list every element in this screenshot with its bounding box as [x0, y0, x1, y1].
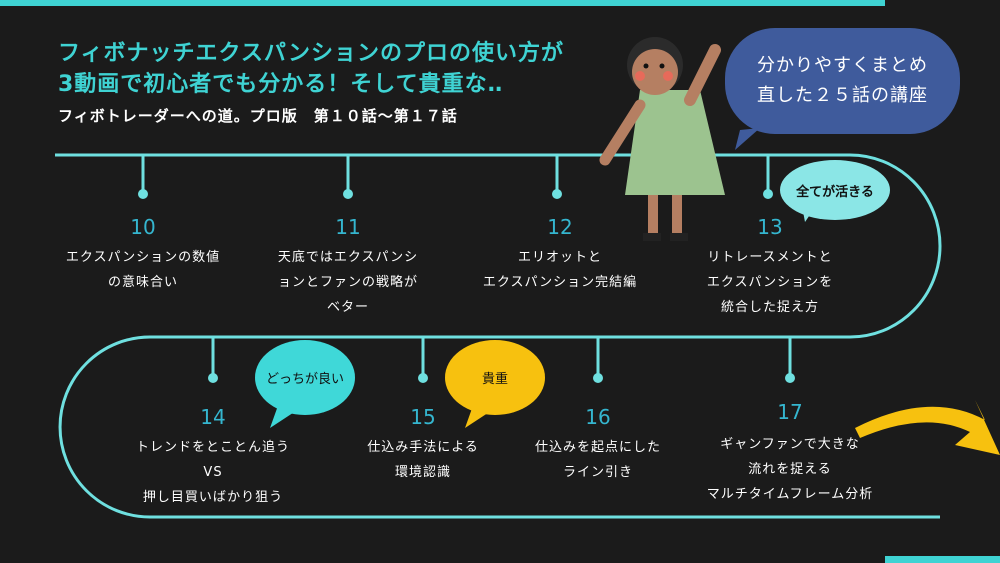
title-line-2: 3動画で初心者でも分かる！そして貴重な‥	[58, 72, 504, 97]
speech-bubble-valuable: 貴重	[445, 340, 545, 415]
episode-desc-line: リトレースメントと	[707, 250, 833, 265]
episode-desc: リトレースメントとエクスパンションを統合した捉え方	[660, 245, 880, 320]
episode-number: 17	[777, 400, 803, 424]
arrow-icon	[855, 400, 1000, 455]
episode-desc-line: エクスパンションを	[706, 275, 834, 290]
episode-desc: 天底ではエクスパンションとファンの戦略がベター	[238, 245, 458, 320]
episode-desc-line: ベター	[326, 300, 369, 315]
episode-desc-line: ギャンファンで大きな	[720, 437, 860, 452]
episode-desc-line: 天底ではエクスパンシ	[277, 250, 419, 265]
episode-desc-line: の意味合い	[107, 275, 178, 290]
speech-bubble-main: 分かりやすくまとめ直した２５話の講座	[725, 28, 960, 134]
episode-desc-line: 仕込み手法による	[367, 440, 479, 455]
episode-number: 12	[547, 215, 573, 239]
page-subtitle: フィボトレーダーへの道。プロ版 第１０話〜第１７話	[58, 107, 458, 125]
bubble-text-2: 直した２５話の講座	[757, 85, 928, 106]
episode-desc: トレンドをとことん追う VS 押し目買いばかり狙う	[103, 435, 323, 510]
speech-bubble-all-useful: 全てが活きる	[780, 160, 890, 220]
speech-bubble-which-better: どっちが良い	[255, 340, 355, 415]
episode-desc-line: エクスパンション完結編	[482, 275, 638, 290]
episode-desc-line: ョンとファンの戦略が	[277, 275, 418, 290]
episode-number: 16	[585, 405, 611, 429]
top-accent-bar	[0, 0, 885, 6]
episode-number: 15	[410, 405, 436, 429]
episode-number: 11	[335, 215, 361, 239]
episode-desc: 仕込み手法による環境認識	[313, 435, 533, 485]
episode-desc-line: 統合した捉え方	[720, 300, 819, 315]
episode-desc-line: 仕込みを起点にした	[534, 440, 661, 455]
episode-number: 10	[130, 215, 156, 239]
episode-desc: エクスパンションの数値の意味合い	[33, 245, 253, 295]
episode-desc-line: トレンドをとことん追う	[135, 440, 290, 455]
page-title: フィボナッチエクスパンションのプロの使い方が 3動画で初心者でも分かる！そして貴重…	[58, 38, 564, 100]
episode-desc: エリオットとエクスパンション完結編	[450, 245, 670, 295]
bottom-accent-bar	[885, 556, 1000, 563]
episode-desc-line: マルチタイムフレーム分析	[706, 487, 874, 502]
bubble-text-1: 分かりやすくまとめ	[757, 55, 928, 76]
episode-desc: 仕込みを起点にしたライン引き	[488, 435, 708, 485]
episode-number: 13	[757, 215, 783, 239]
episode-desc-line: VS	[203, 465, 223, 480]
episode-desc-line: エクスパンションの数値	[65, 250, 221, 265]
episode-desc-line: 環境認識	[394, 465, 451, 480]
episode-desc-line: エリオットと	[517, 250, 602, 265]
girl-illustration	[599, 37, 725, 241]
title-line-1: フィボナッチエクスパンションのプロの使い方が	[58, 41, 565, 66]
episode-number: 14	[200, 405, 226, 429]
episode-desc-line: 押し目買いばかり狙う	[142, 490, 284, 505]
episode-desc: ギャンファンで大きな流れを捉えるマルチタイムフレーム分析	[675, 432, 905, 507]
episode-desc-line: ライン引き	[562, 465, 633, 480]
episode-desc-line: 流れを捉える	[748, 462, 832, 477]
